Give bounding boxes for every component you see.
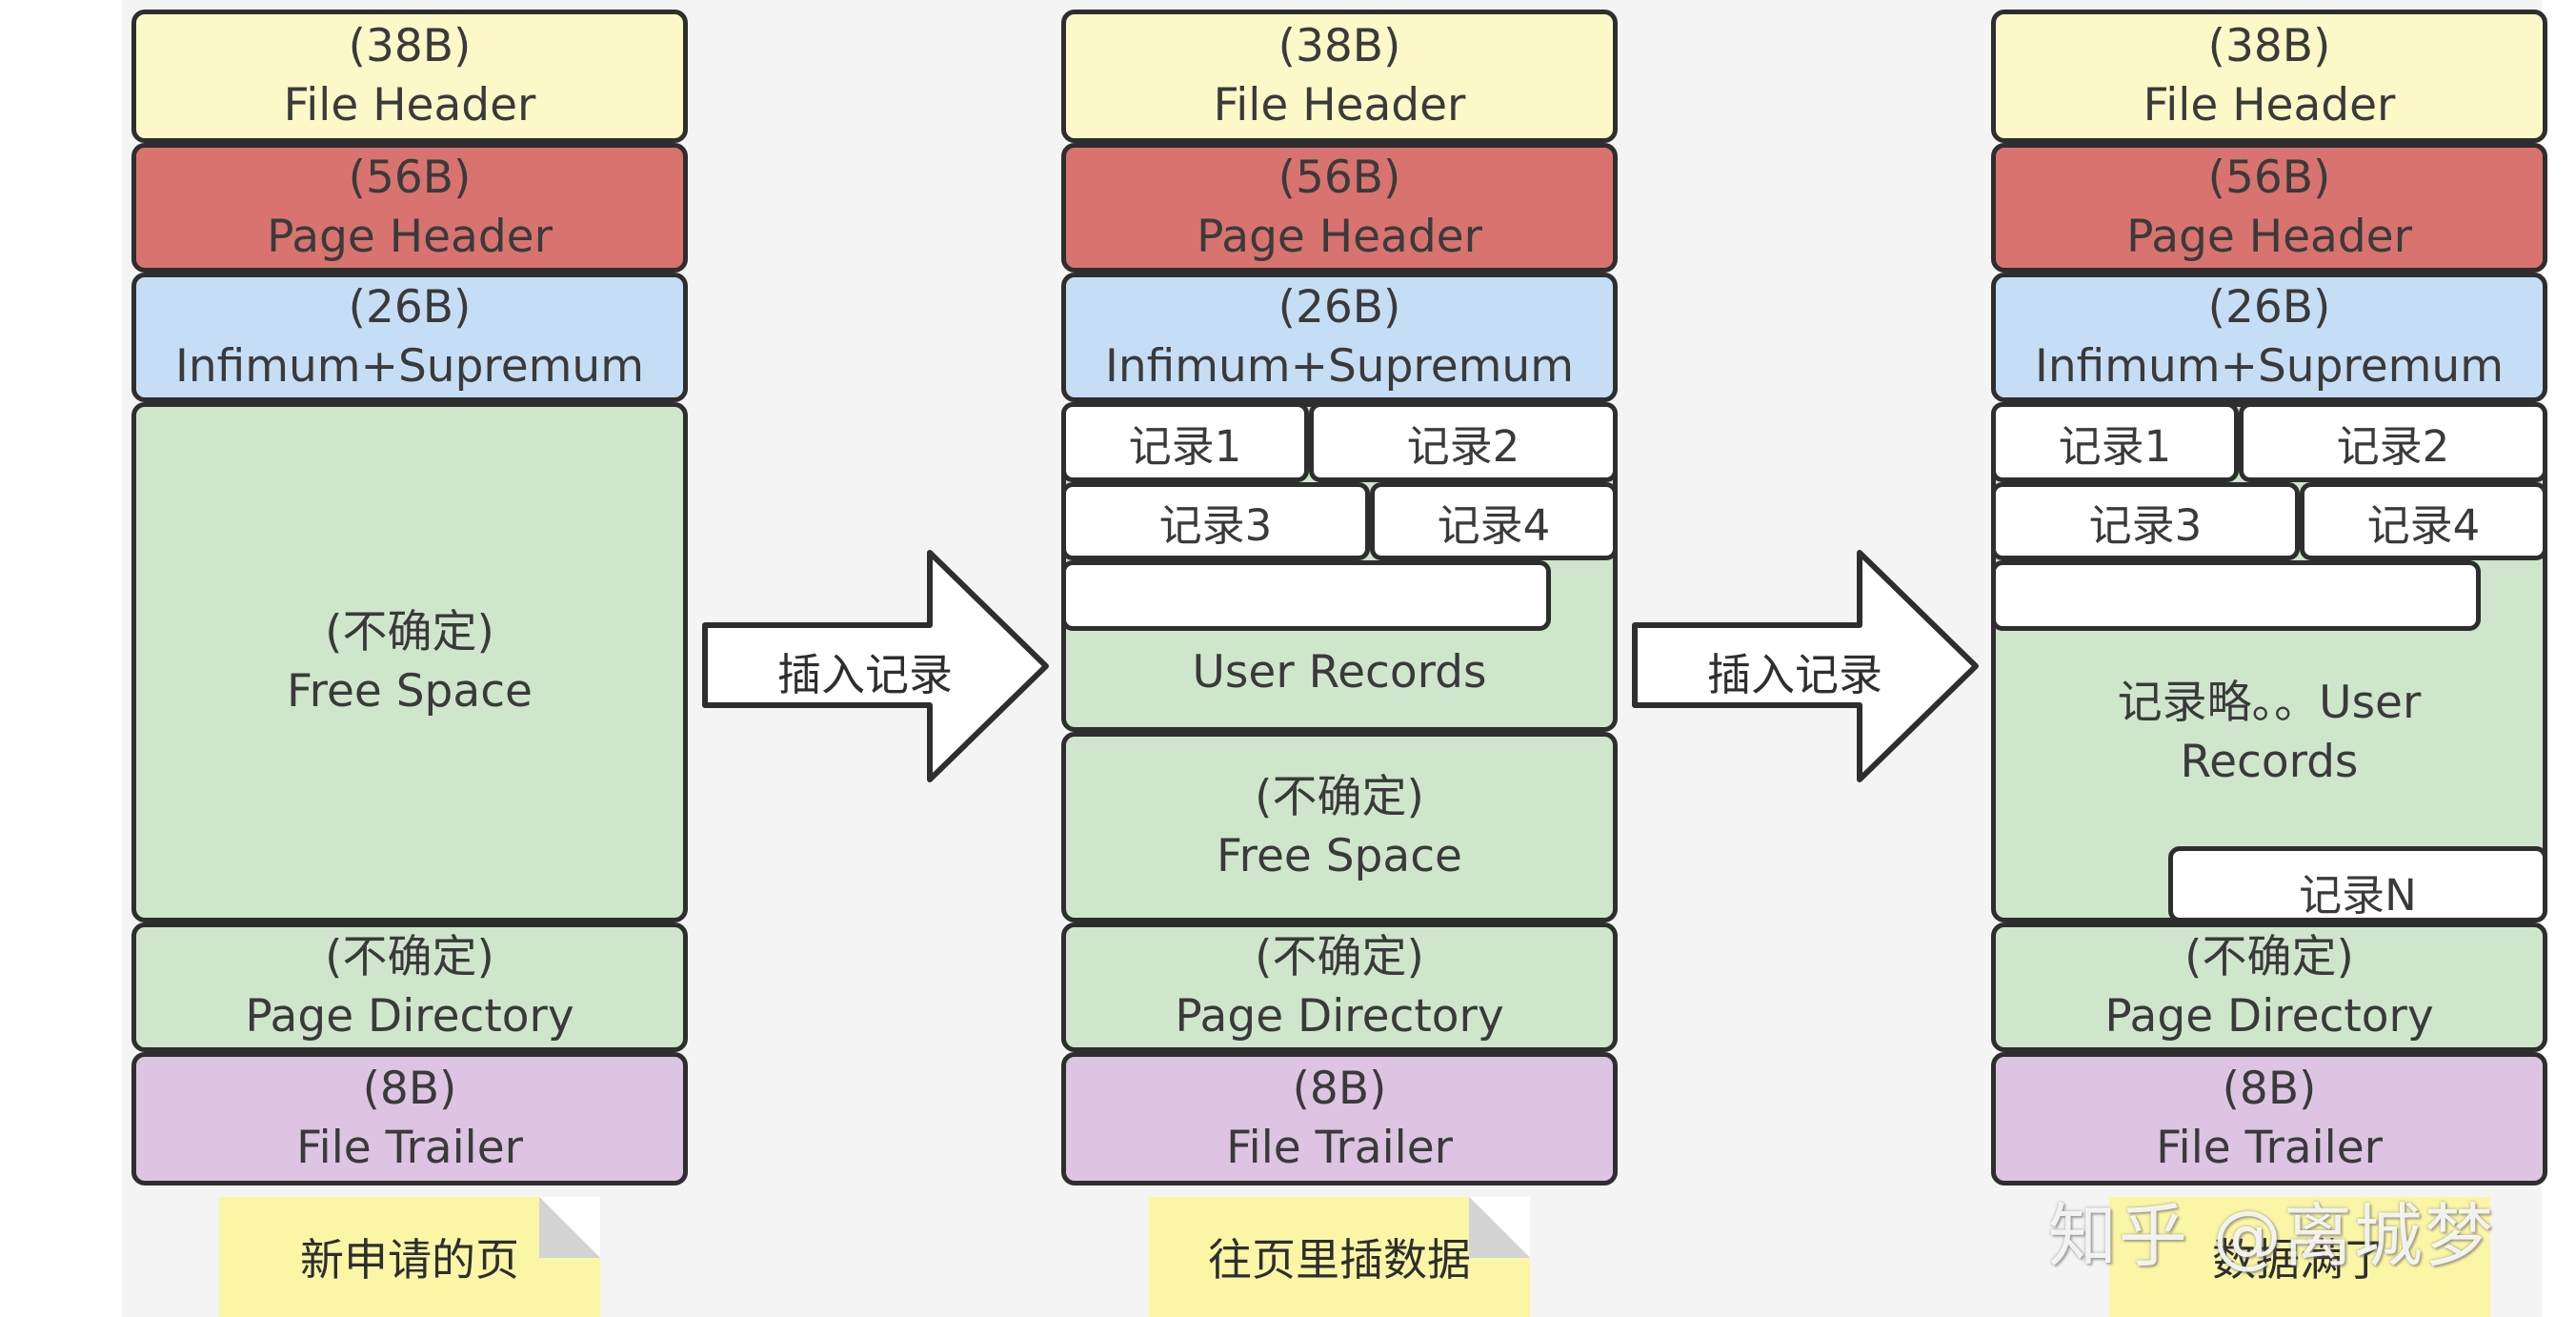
user-records-line-2: Records xyxy=(2180,736,2359,788)
free-space-block: (不确定) Free Space xyxy=(131,402,688,922)
file-header-block: (38B) File Header xyxy=(131,10,688,143)
caption-note: 数据满了 xyxy=(2109,1197,2490,1317)
file-trailer-block: (8B) File Trailer xyxy=(1991,1052,2547,1185)
file-header-name: File Header xyxy=(1213,79,1466,132)
record-4: 记录4 xyxy=(2300,482,2547,560)
free-space-size: (不确定) xyxy=(325,606,494,658)
caption-note: 往页里插数据 xyxy=(1149,1197,1530,1317)
record-3: 记录3 xyxy=(1061,482,1370,560)
page-header-block: (56B) Page Header xyxy=(1061,143,1618,273)
caption-text: 新申请的页 xyxy=(300,1234,519,1286)
page-directory-name: Page Directory xyxy=(2104,990,2434,1043)
infimum-supremum-block: (26B) Infimum+Supremum xyxy=(131,273,688,402)
page-header-size: (56B) xyxy=(2207,152,2331,204)
page-header-block: (56B) Page Header xyxy=(1991,143,2547,273)
file-header-size: (38B) xyxy=(2207,20,2331,72)
free-space-block: (不确定) Free Space xyxy=(1061,732,1618,922)
page-directory-block: (不确定) Page Directory xyxy=(131,922,688,1052)
arrow-label: 插入记录 xyxy=(777,649,953,700)
infimum-supremum-block: (26B) Infimum+Supremum xyxy=(1991,273,2547,402)
page-directory-size: (不确定) xyxy=(325,931,494,983)
file-trailer-size: (8B) xyxy=(2222,1063,2317,1115)
file-trailer-name: File Trailer xyxy=(296,1122,523,1174)
page-directory-name: Page Directory xyxy=(245,990,574,1043)
infimum-supremum-name: Infimum+Supremum xyxy=(2034,340,2504,393)
free-space-name: Free Space xyxy=(1217,830,1462,882)
infimum-supremum-block: (26B) Infimum+Supremum xyxy=(1061,273,1618,402)
page-header-name: Page Header xyxy=(267,211,553,263)
file-trailer-size: (8B) xyxy=(1292,1063,1387,1115)
infimum-supremum-size: (26B) xyxy=(2207,281,2331,334)
free-space-name: Free Space xyxy=(287,665,533,718)
file-trailer-size: (8B) xyxy=(362,1063,457,1115)
page-header-size: (56B) xyxy=(1278,152,1401,204)
page-directory-block: (不确定) Page Directory xyxy=(1991,922,2547,1052)
free-space-size: (不确定) xyxy=(1255,771,1424,823)
arrow-label: 插入记录 xyxy=(1707,649,1882,700)
record-3: 记录3 xyxy=(1991,482,2300,560)
caption-note: 新申请的页 xyxy=(219,1197,600,1317)
file-trailer-block: (8B) File Trailer xyxy=(131,1052,688,1185)
infimum-supremum-name: Infimum+Supremum xyxy=(174,340,644,393)
file-header-size: (38B) xyxy=(348,20,472,72)
page-header-name: Page Header xyxy=(2126,211,2412,263)
page-directory-size: (不确定) xyxy=(1255,931,1424,983)
record-2: 记录2 xyxy=(2239,402,2547,482)
caption-text: 数据满了 xyxy=(2212,1234,2387,1286)
record-blank xyxy=(1061,560,1551,631)
infimum-supremum-size: (26B) xyxy=(348,281,472,334)
page-directory-size: (不确定) xyxy=(2184,931,2354,983)
right-arrow-icon xyxy=(702,550,1049,782)
file-trailer-block: (8B) File Trailer xyxy=(1061,1052,1618,1185)
record-1: 记录1 xyxy=(1991,402,2239,482)
watermark: 知乎 @离城梦 xyxy=(2048,1196,2495,1276)
record-n: 记录N xyxy=(2168,846,2547,922)
page-directory-name: Page Directory xyxy=(1175,990,1504,1043)
page-header-name: Page Header xyxy=(1197,211,1482,263)
user-records-label: User Records xyxy=(1192,646,1487,699)
file-trailer-name: File Trailer xyxy=(1226,1122,1453,1174)
note-fold xyxy=(539,1197,600,1258)
infimum-supremum-size: (26B) xyxy=(1278,281,1401,334)
file-header-name: File Header xyxy=(283,79,536,132)
caption-text: 往页里插数据 xyxy=(1208,1234,1471,1286)
page-header-size: (56B) xyxy=(348,152,472,204)
user-records-line-1: 记录略。。User xyxy=(2117,677,2422,729)
file-header-size: (38B) xyxy=(1278,20,1401,72)
page-header-block: (56B) Page Header xyxy=(131,143,688,273)
record-4: 记录4 xyxy=(1370,482,1618,560)
record-blank xyxy=(1991,560,2481,631)
file-header-name: File Header xyxy=(2143,79,2396,132)
right-arrow-icon xyxy=(1632,550,1979,782)
infimum-supremum-name: Infimum+Supremum xyxy=(1104,340,1574,393)
page-directory-block: (不确定) Page Directory xyxy=(1061,922,1618,1052)
file-header-block: (38B) File Header xyxy=(1061,10,1618,143)
record-1: 记录1 xyxy=(1061,402,1309,482)
note-fold xyxy=(1469,1197,1530,1258)
file-header-block: (38B) File Header xyxy=(1991,10,2547,143)
file-trailer-name: File Trailer xyxy=(2156,1122,2383,1174)
record-2: 记录2 xyxy=(1309,402,1618,482)
